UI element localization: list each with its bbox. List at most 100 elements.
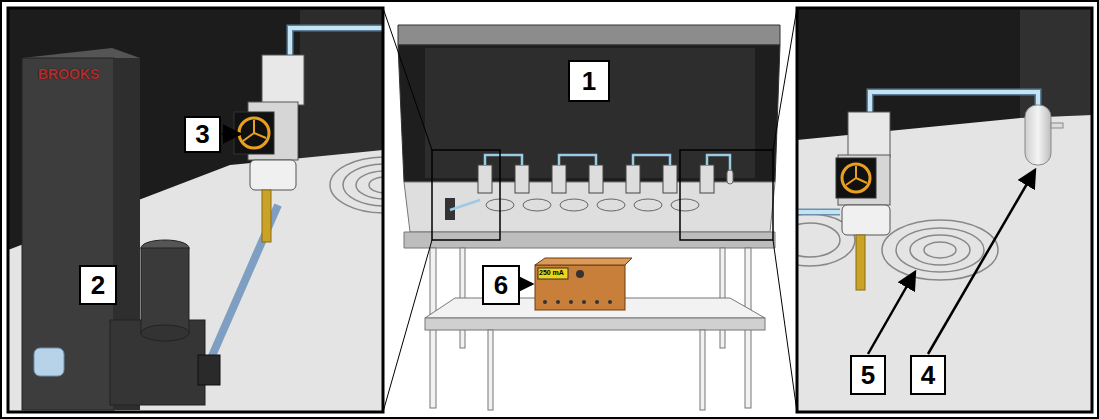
illustration-part [773,8,797,150]
callout-box: 3 [184,116,221,153]
illustration-part [330,157,383,213]
illustration-part [535,265,625,310]
illustration-part [727,170,733,184]
illustration-part [398,25,780,45]
illustration-part [671,199,699,211]
illustration-part [870,92,1038,115]
illustration-part [797,209,840,216]
illustration-part [707,155,730,172]
illustration-part [485,155,522,165]
leader-line [928,170,1035,354]
illustration-part [797,210,840,214]
panel-frame [8,8,383,412]
illustration-part [569,300,573,304]
illustration-part [543,300,547,304]
leader-line [222,133,240,136]
illustration-part [450,155,730,210]
illustration-part [425,318,765,330]
illustration-part [330,157,383,213]
illustration-part [1020,8,1092,118]
fume-hood [383,8,797,412]
illustration-part [848,112,890,157]
illustration-part [198,355,220,385]
callout-number: 1 [582,66,596,97]
illustration-part [1025,105,1051,165]
left-zoom-panel [8,8,383,412]
illustration-part [383,240,432,412]
illustration-part [398,45,780,182]
illustration-part [910,235,970,265]
illustration-part [425,48,755,178]
illustration-part [700,165,714,193]
callout-box: 5 [850,355,886,395]
illustration-part [356,171,383,199]
display-label: 250 mA [539,269,564,276]
illustration-part [486,199,699,211]
illustration-part [559,155,596,165]
illustration-part [425,248,765,410]
illustration-part [243,120,266,141]
illustration-part [290,28,383,55]
callout-number: 3 [195,119,209,150]
illustration-part [239,118,269,148]
illustration-part [22,58,114,410]
illustration-part [595,300,599,304]
brand-label: BROOKS [38,66,99,82]
illustration-part [552,165,566,193]
illustration-part [432,150,500,240]
illustration-part [110,320,205,405]
illustration-part [797,223,840,257]
right-zoom-panel [797,8,1092,412]
illustration-part [445,155,733,220]
illustration-part [478,165,492,193]
illustration-part [846,166,867,185]
illustration-part [842,164,870,192]
illustration-part [543,300,612,304]
illustration-part [797,8,1092,412]
illustration-part [576,270,584,278]
panel-frame [797,8,1092,412]
illustration-part [478,165,714,193]
illustration-part [538,268,568,279]
illustration-part [556,300,560,304]
illustration-part [797,214,998,280]
illustration-part [882,220,998,280]
illustration-part [773,240,797,412]
callout-box: 6 [482,265,520,305]
illustration-part [535,258,632,265]
illustration-part [633,155,670,165]
callout-number: 5 [861,360,875,391]
illustration-part [700,330,705,410]
illustration-part [608,300,612,304]
illustration-part [250,160,296,190]
illustration-part [582,300,586,304]
leader-line [521,283,532,286]
callout-box: 1 [568,60,610,102]
illustration-part [560,199,588,211]
illustration-part [262,190,271,242]
illustration-part [597,199,625,211]
callout-box: 4 [910,355,946,395]
leader-line [868,272,915,354]
illustration-part [34,348,64,376]
illustration-part [290,28,383,55]
illustration-part [842,205,890,235]
illustration-part [383,8,432,150]
illustration-part [836,158,876,198]
illustration-part [141,248,189,333]
callout-number: 6 [494,270,508,301]
illustration-part [141,325,189,341]
illustration-part [343,164,383,206]
illustration-part [870,92,1038,115]
illustration-part [369,177,383,193]
illustration-part [300,8,383,165]
illustration-part [523,199,551,211]
illustration-part [450,200,480,210]
callout-box: 2 [79,265,117,305]
callout-number: 2 [91,270,105,301]
illustration-part [515,165,529,193]
illustration-part [924,242,956,258]
illustration-part [896,228,984,272]
